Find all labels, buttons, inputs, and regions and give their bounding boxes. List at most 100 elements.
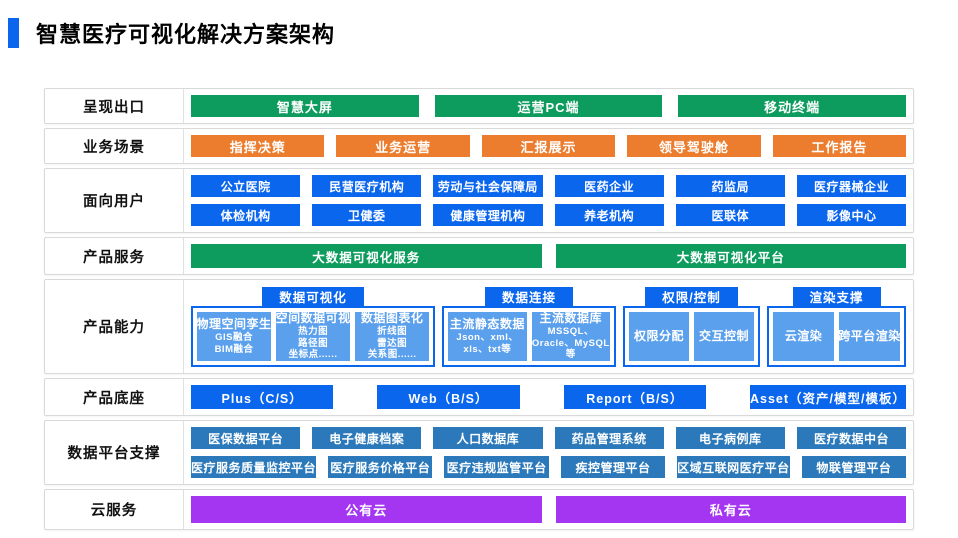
capability-card-title: 空间数据可视 bbox=[275, 311, 351, 326]
grid-cell: 医疗服务质量监控平台 bbox=[191, 456, 317, 478]
capability-card-line: 热力图 bbox=[298, 326, 329, 338]
capability-card-line: 关系图...... bbox=[367, 349, 417, 361]
capability-card-title: 跨平台渲染 bbox=[838, 328, 901, 343]
grid-cell: 医疗器械企业 bbox=[796, 175, 907, 197]
architecture-diagram: 呈现出口 智慧大屏运营PC端移动终端 业务场景 指挥决策业务运营汇报展示领导驾驶… bbox=[44, 88, 914, 530]
capability-card: 交互控制 bbox=[694, 311, 755, 361]
capability-group: 权限/控制权限分配交互控制 bbox=[622, 286, 761, 367]
capability-card-line: Json、xml、 bbox=[456, 332, 519, 344]
capability-card-line: xls、txt等 bbox=[463, 343, 512, 355]
row-label: 数据平台支撑 bbox=[45, 421, 184, 484]
capability-card-line: Oracle、MySQL bbox=[531, 337, 610, 349]
row-label: 产品能力 bbox=[45, 280, 184, 373]
row-cloud-services: 云服务 公有云私有云 bbox=[44, 489, 914, 530]
row-label: 产品服务 bbox=[45, 238, 184, 274]
pill-bar: 公有云私有云 bbox=[191, 496, 906, 523]
pill: Plus（C/S） bbox=[191, 385, 334, 409]
pill: 智慧大屏 bbox=[191, 95, 419, 117]
grid-row: 体检机构卫健委健康管理机构养老机构医联体影像中心 bbox=[191, 204, 907, 226]
capability-card-title: 权限分配 bbox=[633, 328, 684, 343]
row-content: 公立医院民营医疗机构劳动与社会保障局医药企业药监局医疗器械企业体检机构卫健委健康… bbox=[184, 169, 913, 232]
row-content: Plus（C/S） Web（B/S） Report（B/S） Asset（资产/模型/… bbox=[184, 379, 913, 415]
row-data-platform-support: 数据平台支撑 医保数据平台电子健康档案人口数据库药品管理系统电子病例库医疗数据中… bbox=[44, 420, 914, 485]
row-label: 面向用户 bbox=[45, 169, 184, 232]
title-bar: 智慧医疗可视化解决方案架构 bbox=[8, 17, 335, 49]
grid-cell: 卫健委 bbox=[312, 204, 422, 226]
grid-row: 医疗服务质量监控平台医疗服务价格平台医疗违规监管平台疾控管理平台区域互联网医疗平… bbox=[191, 456, 907, 478]
grid-cell: 药监局 bbox=[675, 175, 785, 197]
page-title: 智慧医疗可视化解决方案架构 bbox=[36, 22, 336, 47]
group-header: 数据可视化 bbox=[262, 286, 364, 306]
row-product-services: 产品服务 大数据可视化服务大数据可视化平台 bbox=[44, 237, 914, 275]
pill: 私有云 bbox=[555, 496, 906, 523]
capability-card-title: 云渲染 bbox=[784, 328, 823, 343]
row-content: 公有云私有云 bbox=[184, 490, 913, 529]
pill-bar: 智慧大屏运营PC端移动终端 bbox=[191, 95, 907, 117]
pill: Asset（资产/模型/模板） bbox=[749, 385, 906, 409]
capability-card: 跨平台渲染 bbox=[838, 311, 901, 361]
row-label: 产品底座 bbox=[45, 379, 184, 415]
capability-group: 渲染支撑云渲染跨平台渲染 bbox=[767, 286, 906, 367]
pill: 大数据可视化平台 bbox=[555, 244, 906, 268]
capability-card: 空间数据可视热力图路径图坐标点...... bbox=[275, 311, 351, 361]
row-label: 云服务 bbox=[45, 490, 184, 529]
pill: 工作报告 bbox=[772, 135, 907, 157]
grid-cell: 医疗数据中台 bbox=[796, 427, 907, 449]
group-body: 权限分配交互控制 bbox=[622, 305, 761, 367]
capability-card-line: MSSQL、 bbox=[547, 326, 594, 338]
grid-cell: 医疗违规监管平台 bbox=[444, 456, 549, 478]
grid-cell: 劳动与社会保障局 bbox=[433, 175, 543, 197]
capability-card-line: GIS融合 bbox=[215, 332, 253, 344]
pill: 汇报展示 bbox=[481, 135, 616, 157]
pill-bar: 指挥决策业务运营汇报展示领导驾驶舱工作报告 bbox=[191, 135, 907, 157]
grid-cell: 民营医疗机构 bbox=[312, 175, 422, 197]
capability-card-line: 雷达图 bbox=[377, 337, 408, 349]
pill: Web（B/S） bbox=[377, 385, 520, 409]
grid-cell: 人口数据库 bbox=[433, 427, 543, 449]
grid-cell: 药品管理系统 bbox=[554, 427, 664, 449]
row-content: 医保数据平台电子健康档案人口数据库药品管理系统电子病例库医疗数据中台医疗服务质量… bbox=[184, 421, 913, 484]
title-accent-bar bbox=[8, 18, 19, 48]
row-presentation-outlets: 呈现出口 智慧大屏运营PC端移动终端 bbox=[44, 88, 914, 124]
capability-card-title: 主流数据库 bbox=[539, 311, 603, 326]
capability-card-title: 交互控制 bbox=[699, 328, 750, 343]
grid-cell: 疾控管理平台 bbox=[560, 456, 666, 478]
group-header: 数据连接 bbox=[485, 286, 574, 306]
row-content: 指挥决策业务运营汇报展示领导驾驶舱工作报告 bbox=[184, 129, 913, 163]
grid-cell: 养老机构 bbox=[554, 204, 664, 226]
capability-card-line: BIM融合 bbox=[214, 343, 254, 355]
row-content: 大数据可视化服务大数据可视化平台 bbox=[184, 238, 913, 274]
capability-card: 云渲染 bbox=[773, 311, 835, 361]
row-label: 呈现出口 bbox=[45, 89, 184, 123]
row-target-users: 面向用户 公立医院民营医疗机构劳动与社会保障局医药企业药监局医疗器械企业体检机构… bbox=[44, 168, 914, 233]
pill: 指挥决策 bbox=[191, 135, 325, 157]
group-header: 权限/控制 bbox=[645, 286, 738, 306]
grid-cell: 电子病例库 bbox=[675, 427, 785, 449]
grid-bar: 公立医院民营医疗机构劳动与社会保障局医药企业药监局医疗器械企业体检机构卫健委健康… bbox=[191, 175, 907, 226]
group-header: 渲染支撑 bbox=[792, 286, 881, 306]
capability-card-line: 折线图 bbox=[377, 326, 408, 338]
pill: 业务运营 bbox=[336, 135, 470, 157]
grid-cell: 电子健康档案 bbox=[312, 427, 422, 449]
capability-card-line: 路径图 bbox=[298, 337, 329, 349]
pill: 运营PC端 bbox=[434, 95, 663, 117]
grid-cell: 医保数据平台 bbox=[191, 427, 301, 449]
row-business-scenarios: 业务场景 指挥决策业务运营汇报展示领导驾驶舱工作报告 bbox=[44, 128, 914, 164]
pill: Report（B/S） bbox=[563, 385, 706, 409]
capability-card-title: 主流静态数据 bbox=[449, 317, 525, 332]
grid-cell: 物联管理平台 bbox=[801, 456, 907, 478]
grid-cell: 公立医院 bbox=[191, 175, 301, 197]
row-label: 业务场景 bbox=[45, 129, 184, 163]
grid-cell: 体检机构 bbox=[191, 204, 301, 226]
capability-card: 数据图表化折线图雷达图关系图...... bbox=[355, 311, 430, 361]
row-product-base: 产品底座 Plus（C/S） Web（B/S） Report（B/S） Asset（资… bbox=[44, 378, 914, 416]
capability-card: 权限分配 bbox=[628, 311, 689, 361]
pill-bar: Plus（C/S） Web（B/S） Report（B/S） Asset（资产/模型/… bbox=[191, 385, 906, 409]
